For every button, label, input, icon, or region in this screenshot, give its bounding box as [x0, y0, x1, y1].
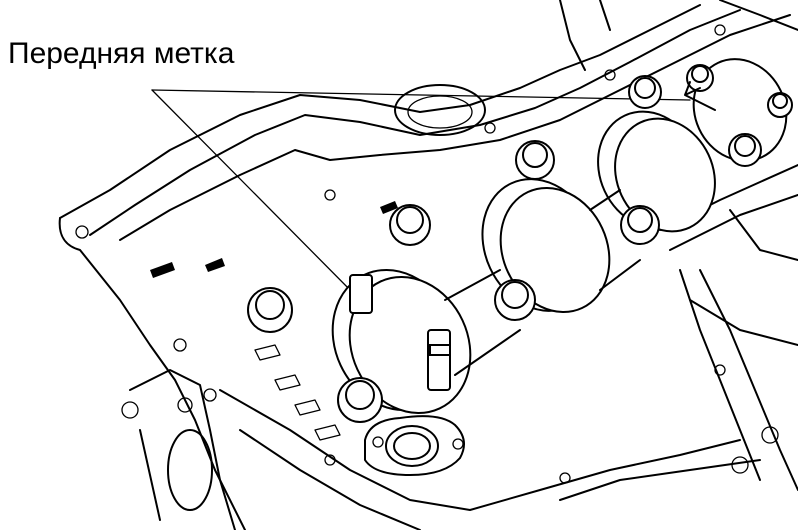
oil-strainer	[364, 415, 465, 476]
bolt	[515, 140, 555, 180]
front-mark-label: Передняя метка	[8, 37, 235, 70]
pan-bottom-edge	[219, 389, 761, 530]
bearing-cap-bolts	[247, 64, 793, 423]
oil-pan-flange	[58, 0, 798, 530]
front-mark-arrow	[684, 81, 716, 111]
mount-bracket	[121, 369, 236, 530]
bolt	[767, 92, 793, 118]
connecting-rod-bolts	[349, 274, 451, 391]
crankcase-right-wall	[659, 164, 798, 491]
baffle-slots	[150, 201, 398, 441]
bolt	[389, 204, 431, 246]
front-seal-housing	[394, 84, 486, 136]
bolt	[494, 279, 536, 321]
bolt	[247, 287, 293, 333]
bolt	[620, 205, 660, 245]
flange-bolt-holes	[75, 24, 779, 484]
bolt	[628, 75, 662, 109]
bolt	[728, 133, 762, 167]
bolt	[337, 377, 383, 423]
crankshaft	[331, 58, 788, 415]
callout-leader-lines	[151, 89, 691, 301]
bolt	[686, 64, 714, 92]
